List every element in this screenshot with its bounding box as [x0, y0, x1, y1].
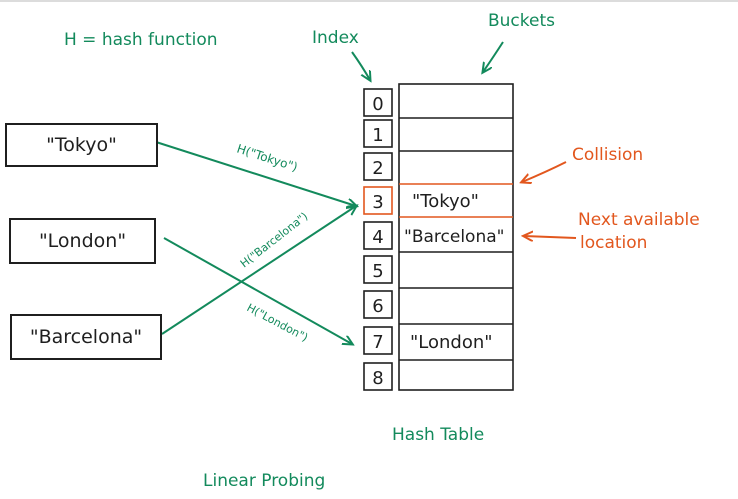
index-number: 4 [372, 227, 383, 248]
index-number: 3 [372, 192, 383, 213]
tokyo-hash-arrow [155, 141, 356, 206]
index-number: 7 [372, 332, 383, 353]
bucket-value-london: "London" [410, 332, 493, 353]
index-number: 5 [372, 261, 383, 282]
barcelona-hash-arrow [161, 206, 356, 335]
key-box-tokyo: "Tokyo" [5, 123, 158, 167]
hash-definition: H = hash function [64, 30, 218, 50]
location-label: location [580, 233, 648, 253]
index-cell-collision [363, 186, 393, 215]
index-numbers: 0 1 2 3 4 5 6 7 8 [372, 94, 383, 389]
bucket-column [398, 83, 514, 391]
index-number: 1 [372, 125, 383, 146]
index-label: Index [312, 28, 359, 48]
key-label: "London" [38, 230, 127, 252]
index-number: 0 [372, 94, 383, 115]
hash-call-barcelona: H("Barcelona") [238, 210, 311, 271]
index-pointer-arrow [351, 51, 370, 80]
index-number: 2 [372, 158, 383, 179]
next-available-label: Next available [578, 210, 700, 230]
bucket-value-tokyo: "Tokyo" [412, 191, 479, 212]
index-cell [363, 362, 393, 391]
buckets-pointer-arrow [483, 41, 504, 72]
key-box-london: "London" [9, 218, 156, 264]
bucket-value-barcelona: "Barcelona" [404, 227, 504, 247]
hash-call-london: H("London") [245, 301, 311, 344]
index-cell [363, 119, 393, 148]
index-number: 6 [372, 296, 383, 317]
key-label: "Tokyo" [46, 134, 117, 156]
index-cell [363, 88, 393, 117]
index-cell [363, 290, 393, 319]
page-title: Linear Probing [203, 471, 326, 491]
key-box-barcelona: "Barcelona" [10, 314, 162, 360]
hash-table-label: Hash Table [392, 425, 485, 445]
index-cell [363, 255, 393, 284]
index-number: 8 [372, 368, 383, 389]
index-cell [363, 326, 393, 355]
bucket-outline [398, 83, 514, 391]
index-cell [363, 221, 393, 250]
index-column [363, 88, 393, 391]
key-label: "Barcelona" [29, 326, 143, 348]
collision-label: Collision [572, 145, 644, 165]
top-border [0, 0, 738, 2]
london-hash-arrow [163, 237, 352, 344]
collision-arrow [522, 161, 567, 182]
index-cell [363, 152, 393, 181]
next-available-arrow [524, 236, 577, 238]
buckets-label: Buckets [488, 11, 556, 31]
bucket-values: "Tokyo" "Barcelona" "London" [404, 191, 504, 353]
